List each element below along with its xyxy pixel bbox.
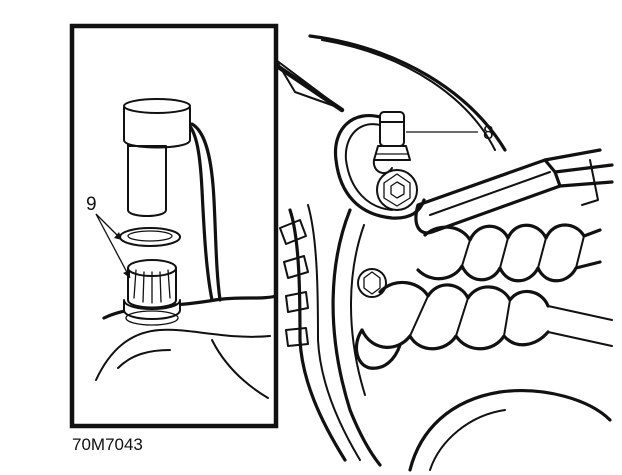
sensor-body bbox=[379, 111, 405, 147]
rotor-bottom-inner bbox=[429, 409, 506, 471]
sensor-clamp bbox=[372, 159, 393, 175]
gaiter-end-ring bbox=[354, 328, 402, 370]
gaiter-lower-top bbox=[378, 280, 550, 308]
hub-assembly bbox=[279, 34, 612, 472]
figure-code: 70M7043 bbox=[72, 435, 143, 454]
suspension-arm-edge bbox=[429, 171, 551, 216]
inset-contents bbox=[95, 98, 278, 399]
inset-casting-right bbox=[211, 339, 269, 399]
inset-sensor-cable bbox=[182, 118, 214, 302]
clip-leader-oring-arrow bbox=[114, 232, 122, 240]
hub-bolt-upper bbox=[376, 169, 418, 211]
driveshaft bbox=[547, 305, 613, 347]
gaiter-lower-bottom bbox=[360, 328, 550, 351]
inset-abs-sensor bbox=[123, 98, 191, 217]
hub-teeth bbox=[279, 219, 309, 347]
gaiter-upper-ribs bbox=[461, 235, 585, 269]
inset-sensor-bush bbox=[123, 259, 181, 326]
disc-edge-left bbox=[288, 208, 347, 462]
gaiter-upper-top bbox=[423, 223, 602, 242]
rotor-bottom-arc bbox=[408, 389, 612, 472]
suspension-arm bbox=[414, 158, 562, 235]
arm-bracket bbox=[543, 148, 614, 188]
inset-casting-curve bbox=[95, 328, 271, 381]
arm-bracket-detail bbox=[581, 159, 599, 206]
inset-casting-inner bbox=[117, 349, 171, 369]
sensor-callout-label: 8 bbox=[483, 123, 494, 144]
clip-leader-bush bbox=[95, 213, 131, 279]
disc-edge-left-inner bbox=[307, 204, 361, 461]
sensor-cable-loop-inner bbox=[344, 123, 393, 211]
driveshaft-gaiter bbox=[354, 148, 614, 370]
backplate-arc-outer bbox=[308, 34, 507, 152]
hub-flange-inner bbox=[350, 224, 366, 396]
sensor-cable-loop bbox=[333, 114, 426, 220]
inset-oring-inner bbox=[127, 230, 173, 242]
sensor-seat bbox=[373, 145, 411, 161]
clip-leader-bush-arrow bbox=[123, 270, 130, 278]
backplate-arc-inner bbox=[321, 39, 496, 151]
gaiter-upper-bottom bbox=[416, 260, 602, 283]
abs-sensor-installed bbox=[333, 111, 426, 220]
inset-bush-flange bbox=[123, 299, 181, 320]
hub-bolt-lower bbox=[357, 268, 387, 298]
inset-frame bbox=[69, 23, 279, 429]
detail-inset bbox=[69, 23, 345, 429]
gaiter-lower-ribs bbox=[409, 295, 511, 337]
inset-pointer-edge bbox=[274, 63, 345, 113]
hub-flange bbox=[331, 208, 382, 467]
inset-sensor-cable-outer bbox=[190, 122, 222, 302]
clip-callout-label: 9 bbox=[86, 194, 97, 215]
